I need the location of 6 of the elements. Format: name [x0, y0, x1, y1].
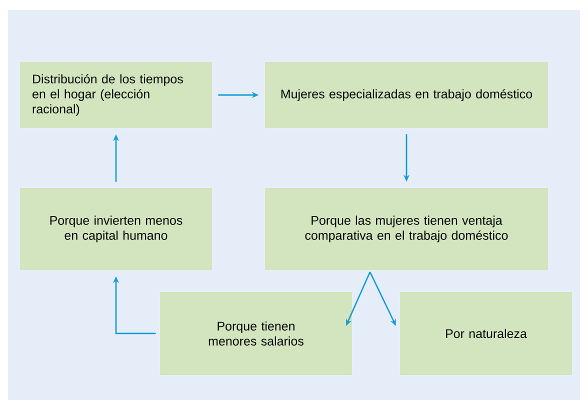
process-box: Distribución de los tiempos en el hogar (elección racional) [20, 62, 212, 128]
process-box: Porque invierten menos en capital humano [20, 188, 212, 270]
process-box: Por naturaleza [400, 292, 572, 375]
process-box: Porque tienen menores salarios [160, 292, 352, 375]
process-box: Porque las mujeres tienen ventaja comparativa en el trabajo doméstico [265, 188, 548, 270]
process-box: Mujeres especializadas en trabajo doméstico [265, 62, 548, 128]
